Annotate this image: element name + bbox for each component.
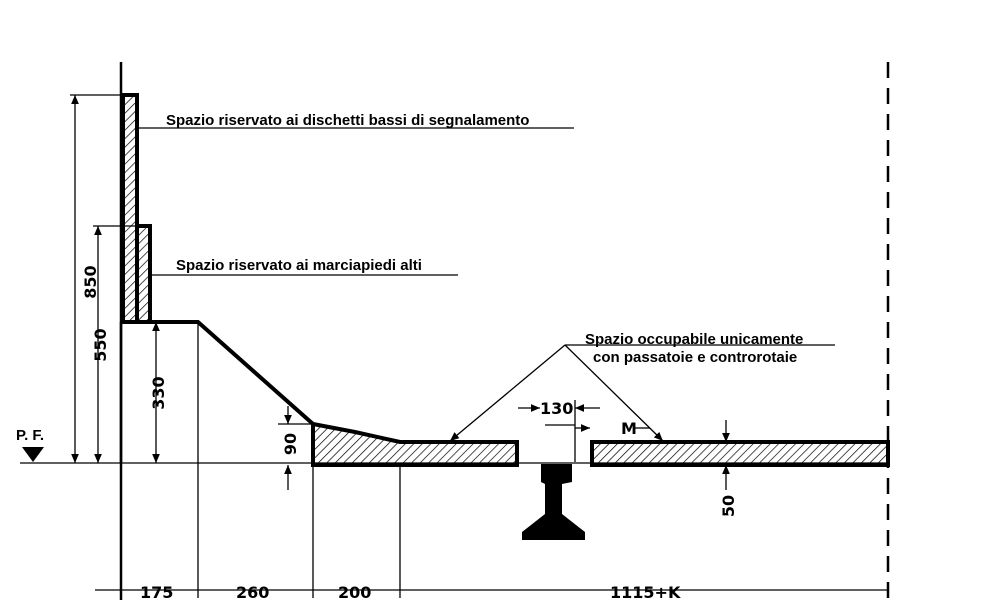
platform-zone: [135, 224, 152, 324]
rail-level-symbol: [22, 447, 44, 462]
dim-m: M: [621, 419, 637, 438]
label-occupabile-2: con passatoie e controrotaie: [593, 349, 797, 366]
label-dischetti: Spazio riservato ai dischetti bassi di s…: [166, 112, 529, 129]
right-hatched-zone: [590, 440, 890, 467]
dim-50: 50: [719, 495, 738, 517]
dim-175: 175: [140, 583, 173, 602]
dim-90: 90: [281, 433, 300, 455]
dim-1115k: 1115+K: [610, 583, 681, 602]
dim-260: 260: [236, 583, 269, 602]
dim-200: 200: [338, 583, 371, 602]
left-hatched-zone: [311, 421, 519, 467]
dim-850: 850: [81, 265, 100, 298]
pf-label: P. F.: [16, 427, 44, 444]
dim-330: 330: [149, 376, 168, 409]
dim-130: 130: [540, 399, 573, 418]
label-marciapiedi: Spazio riservato ai marciapiedi alti: [176, 257, 422, 274]
rail-icon: [522, 464, 585, 540]
label-occupabile-1: Spazio occupabile unicamente: [585, 331, 803, 348]
signal-disc-zone: [121, 93, 139, 324]
dim-550: 550: [91, 328, 110, 361]
